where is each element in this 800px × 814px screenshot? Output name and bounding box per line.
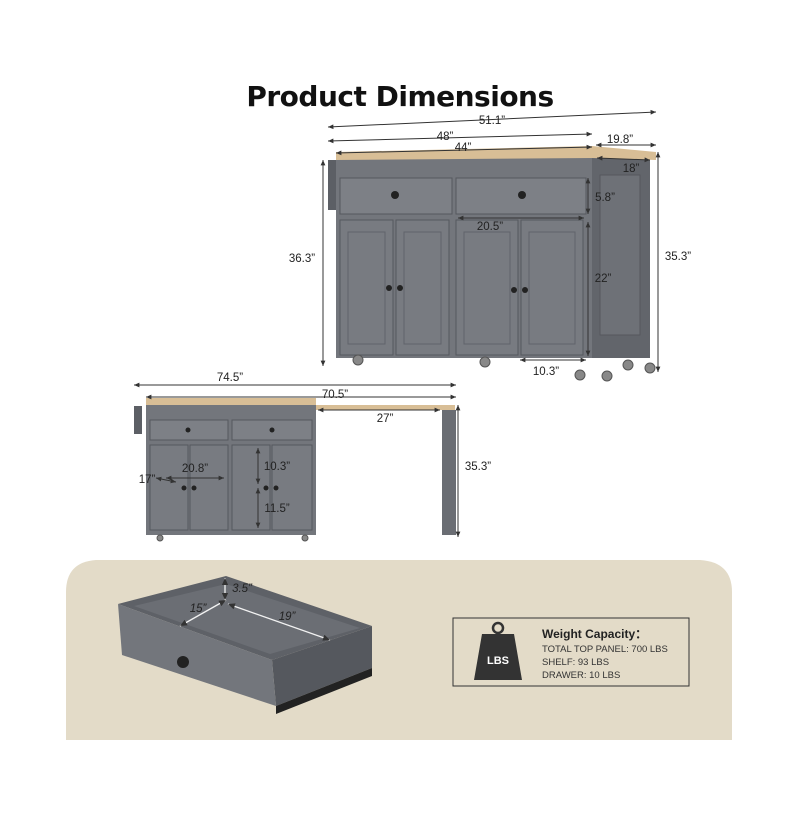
overall-width-label: 51.1” <box>479 115 505 127</box>
extended-cabinet-width-label: 70.5” <box>322 389 348 401</box>
drawer-knob <box>391 191 399 199</box>
drawer-inner-length-label: 19” <box>279 611 297 623</box>
extended-width-label: 74.5” <box>217 372 243 384</box>
side-depth-label: 18” <box>623 163 640 175</box>
drawer-height-label: 5.8” <box>595 192 615 204</box>
cabinet-depth-label: 10.3” <box>533 366 559 378</box>
wood-top <box>336 146 656 160</box>
lower-gap-label: 11.5” <box>264 503 290 515</box>
door <box>455 219 519 356</box>
top-width-label: 44” <box>455 142 472 154</box>
extended-height-label: 35.3” <box>465 461 491 473</box>
weight-capacity-frame <box>452 617 690 687</box>
cabinet-height-label: 22” <box>595 273 612 285</box>
weight-line: DRAWER: 10 LBS <box>542 670 620 681</box>
weight-capacity-title: Weight Capacity： <box>542 627 647 641</box>
drawer-knob <box>177 656 189 668</box>
towel-bar <box>328 160 336 210</box>
weight-capacity-box: LBS Weight Capacity： TOTAL TOP PANEL: 70… <box>452 617 690 687</box>
leaf-length-label: 27” <box>377 413 394 425</box>
weight-icon-label: LBS <box>487 655 509 667</box>
drawer-width-label: 20.5” <box>477 221 503 233</box>
caster-wheel <box>601 370 613 382</box>
drawer-knob <box>518 191 526 199</box>
leaf-support-leg <box>442 410 456 535</box>
drawer-inner-width-label: 15” <box>190 603 208 615</box>
depth-label: 19.8” <box>607 134 633 146</box>
caster-wheel <box>622 359 634 371</box>
height-left-label: 36.3” <box>289 253 315 265</box>
height-right-label: 35.3” <box>665 251 691 263</box>
extended-leaf <box>316 405 455 410</box>
caster-wheel <box>644 362 656 374</box>
caster-wheel <box>574 369 586 381</box>
inner-width-label: 20.8” <box>182 463 208 475</box>
page-title: Product Dimensions <box>246 80 554 113</box>
weight-line: TOTAL TOP PANEL: 700 LBS <box>542 644 668 655</box>
drawer-depth-label: 3.5” <box>232 583 253 595</box>
caster-wheel <box>352 354 364 366</box>
shelf-gap-label: 10.3” <box>264 461 290 473</box>
caster-wheel <box>479 356 491 368</box>
weight-line: SHELF: 93 LBS <box>542 657 609 668</box>
island-extended-view <box>134 398 456 542</box>
drawer-right <box>455 177 587 215</box>
door <box>395 219 450 356</box>
drawer-front-panel <box>118 604 276 706</box>
door <box>520 219 584 356</box>
island-closed-view <box>328 146 656 382</box>
door <box>339 219 394 356</box>
closed-width-label: 48” <box>437 131 454 143</box>
weight-icon <box>474 621 522 680</box>
inner-depth-label: 17” <box>139 474 156 486</box>
